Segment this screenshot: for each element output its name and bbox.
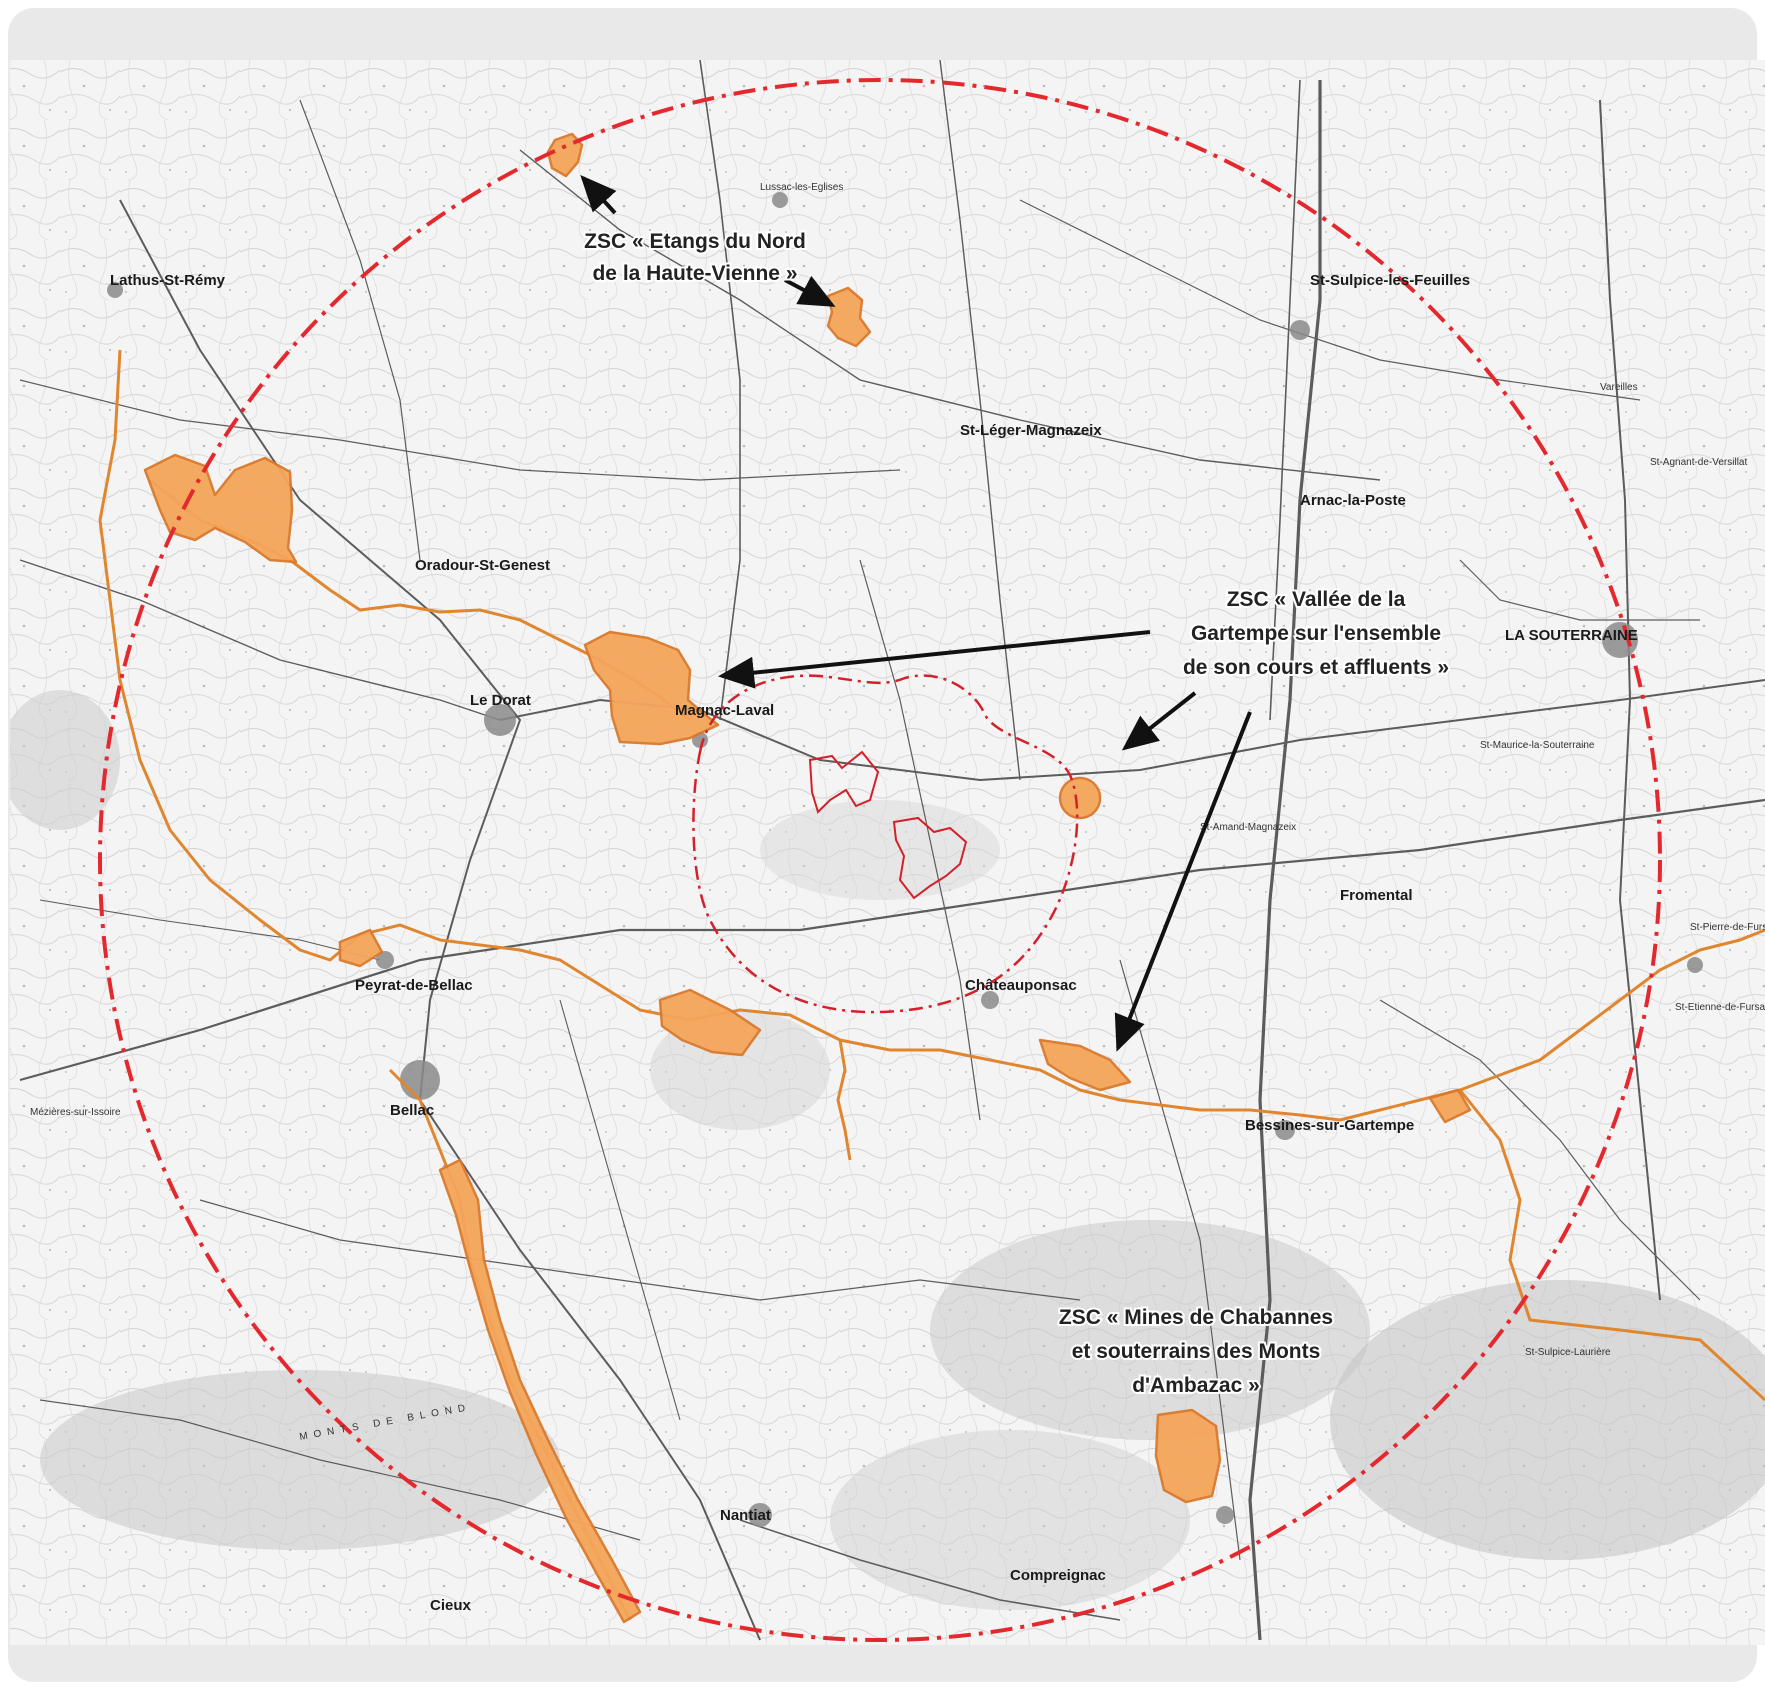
zsc-gartempe-reach-2[interactable] (1038, 1038, 1132, 1092)
project-site-west[interactable] (808, 750, 880, 814)
arrow-gartempe-river (1114, 711, 1252, 1052)
label-vareilles: Vareilles (1600, 382, 1638, 393)
label-st-sulpice: St-Sulpice-les-Feuilles (1310, 272, 1470, 289)
buffer-zone-circle (98, 78, 1662, 1642)
zsc-gartempe-reach-3[interactable] (338, 928, 384, 968)
annot-mines-l2: et souterrains des Monts (1072, 1340, 1321, 1363)
annotation-labels: ZSC « Etangs du Nord de la Haute-Vienne … (582, 228, 1451, 1399)
label-peyrat: Peyrat-de-Bellac (355, 977, 473, 994)
study-perimeter (692, 674, 1079, 1014)
label-nantiat: Nantiat (720, 1507, 771, 1524)
zsc-gartempe-pond[interactable] (1058, 776, 1102, 820)
label-lathus: Lathus-St-Rémy (110, 272, 226, 289)
annot-mines-l3: d'Ambazac » (1132, 1374, 1260, 1397)
label-st-etienne: St-Etienne-de-Fursac (1675, 1002, 1765, 1013)
zsc-gartempe-reach-1[interactable] (658, 988, 762, 1057)
topographic-base (10, 60, 1765, 1645)
annot-etangs-l2: de la Haute-Vienne » (592, 262, 797, 285)
label-cieux: Cieux (430, 1597, 472, 1614)
annot-gartempe-l3: de son cours et affluents » (1183, 656, 1449, 679)
arrow-etangs-east (784, 275, 836, 307)
label-mezieres: Mézières-sur-Issoire (30, 1107, 121, 1118)
label-compreignac: Compreignac (1010, 1567, 1106, 1584)
label-st-pierre: St-Pierre-de-Fursac (1690, 922, 1765, 933)
road-network (19, 60, 1765, 1641)
annot-etangs-l1: ZSC « Etangs du Nord (584, 230, 806, 253)
annot-mines-l1: ZSC « Mines de Chabannes (1059, 1306, 1333, 1329)
label-le-dorat: Le Dorat (470, 692, 531, 709)
label-st-leger: St-Léger-Magnazeix (960, 422, 1102, 439)
zsc-gartempe-tributary[interactable] (438, 1158, 642, 1624)
arrow-gartempe-pond (1121, 691, 1197, 751)
label-oradour: Oradour-St-Genest (415, 557, 550, 574)
zsc-sites (143, 132, 1472, 1624)
label-lussac: Lussac-les-Eglises (760, 182, 843, 193)
label-arnac: Arnac-la-Poste (1300, 492, 1406, 509)
zsc-etangs-east[interactable] (826, 286, 872, 348)
label-st-amand: St-Amand-Magnazeix (1200, 822, 1296, 833)
zsc-gartempe-reach-4[interactable] (1428, 1088, 1472, 1124)
annot-gartempe-l2: Gartempe sur l'ensemble (1191, 622, 1441, 645)
label-st-maurice: St-Maurice-la-Souterraine (1480, 740, 1595, 751)
label-st-agnant: St-Agnant-de-Versillat (1650, 457, 1747, 468)
project-area (692, 674, 1079, 1014)
town-masses (107, 192, 1703, 1527)
annot-gartempe-l1: ZSC « Vallée de la (1227, 588, 1406, 611)
annotation-arrows (580, 175, 1252, 1052)
label-la-souterraine: LA SOUTERRAINE (1505, 627, 1638, 644)
label-st-sulpice-lauriere: St-Sulpice-Laurière (1525, 1347, 1611, 1358)
label-fromental: Fromental (1340, 887, 1413, 904)
zsc-gartempe-northwest[interactable] (143, 453, 298, 564)
zsc-mines-chabannes[interactable] (1154, 1408, 1222, 1504)
label-bellac: Bellac (390, 1102, 434, 1119)
arrow-etangs-north (580, 175, 617, 215)
label-bessines: Bessines-sur-Gartempe (1245, 1117, 1414, 1134)
label-chateauponsac: Châteauponsac (965, 977, 1077, 994)
label-magnac-laval: Magnac-Laval (675, 702, 774, 719)
arrow-gartempe-magnac (718, 630, 1151, 689)
zsc-gartempe-magnac[interactable] (583, 630, 720, 746)
project-site-east[interactable] (892, 816, 968, 900)
